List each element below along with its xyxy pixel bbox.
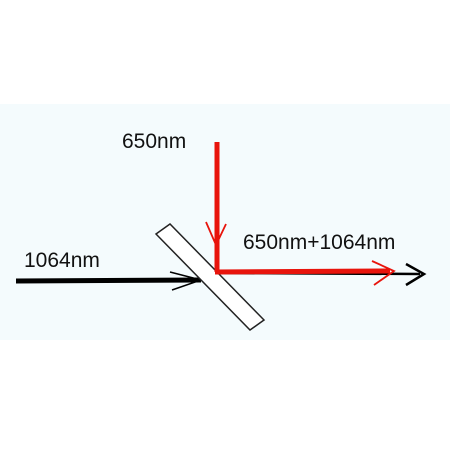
ir-beam-label: 1064nm — [24, 249, 100, 272]
red-output-beam — [214, 268, 391, 275]
red-input-arrowhead — [205, 221, 227, 248]
dichroic-mirror — [154, 223, 266, 331]
red-beam-label: 650nm — [122, 130, 187, 153]
combined-beam-label: 650nm+1064nm — [243, 231, 396, 254]
ir-output-arrowhead — [405, 262, 427, 287]
ir-input-beam — [15, 277, 202, 284]
red-output-arrowhead — [371, 260, 396, 286]
